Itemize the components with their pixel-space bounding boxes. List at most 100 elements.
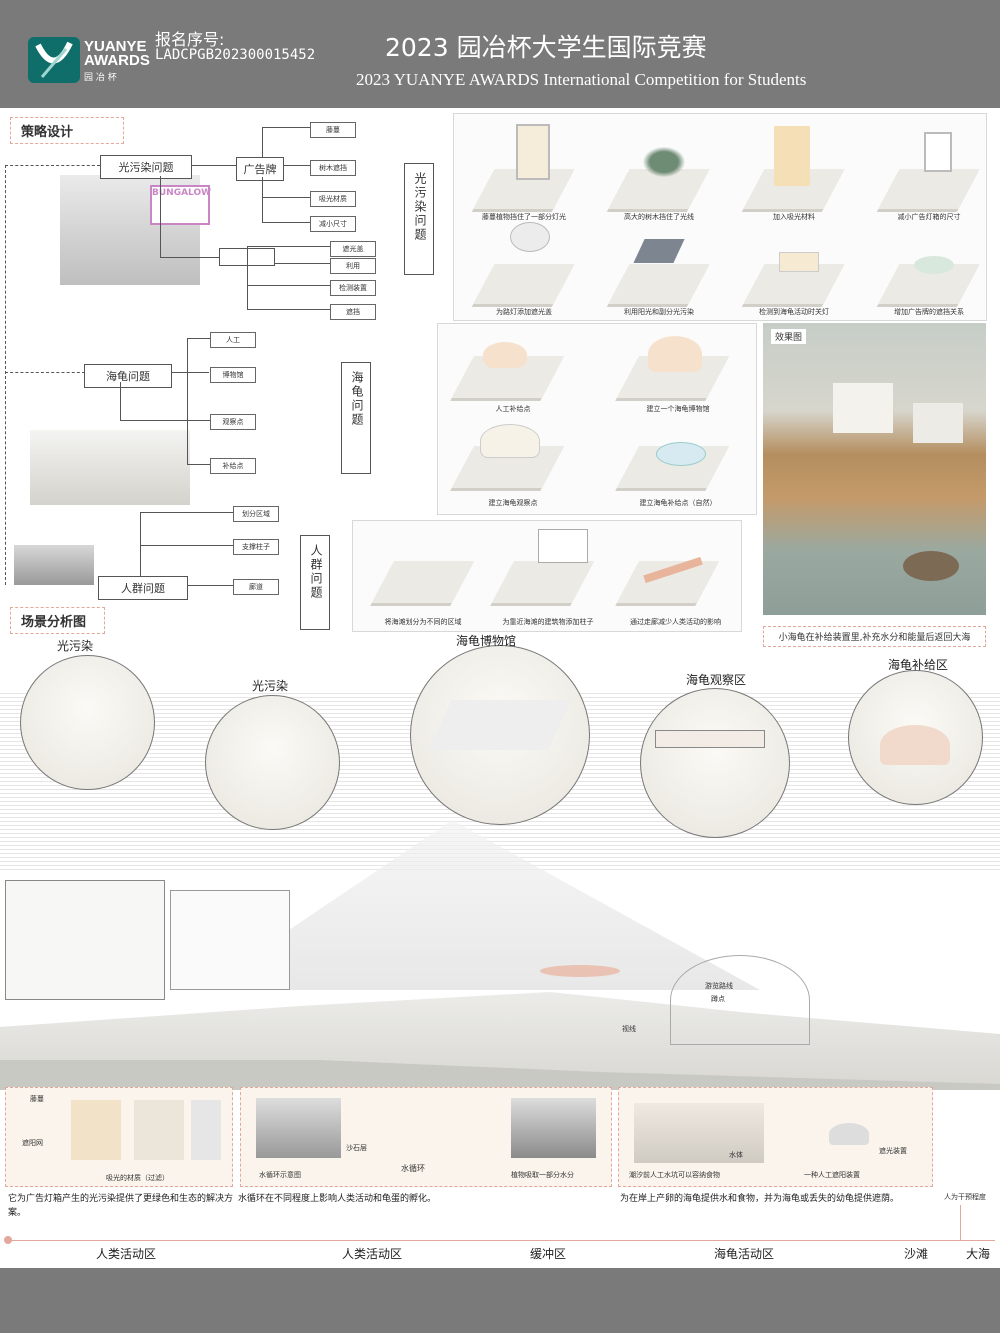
tag-shade-device: 一种人工遮阳装置 bbox=[804, 1171, 860, 1179]
logo-subtitle: 园 冶 杯 bbox=[84, 73, 117, 83]
panel-crowd: 将海滩划分为不同的区域 为靠近海滩的建筑物添加柱子 通过走廊减少人类活动的影响 bbox=[352, 520, 742, 632]
render-label: 效果图 bbox=[771, 329, 807, 344]
registration-label: 报名序号: bbox=[155, 30, 225, 49]
connector bbox=[172, 372, 209, 373]
connector bbox=[140, 512, 141, 576]
neon-sign-image: BUNGALOW bbox=[150, 185, 211, 225]
label-turtle-panel: 海龟问题 bbox=[341, 362, 371, 474]
connector bbox=[192, 165, 237, 166]
light-caption-7: 检测到海龟活动时关灯 bbox=[759, 308, 829, 316]
circle-label-4: 海龟观察区 bbox=[686, 673, 747, 687]
connector bbox=[262, 197, 310, 198]
zone-turtle: 海龟活动区 bbox=[714, 1247, 775, 1261]
turtle-caption-3: 建立海龟观察点 bbox=[488, 499, 538, 507]
turtle-caption-2: 建立一个海龟博物馆 bbox=[646, 405, 710, 413]
light-caption-1: 藤蔓植物挡住了一部分灯光 bbox=[482, 213, 566, 221]
connector bbox=[160, 257, 220, 258]
light-caption-3: 加入吸光材料 bbox=[773, 213, 815, 221]
connector bbox=[262, 127, 310, 128]
tag-water-diagram: 水循环示意图 bbox=[259, 1171, 301, 1179]
connector bbox=[187, 338, 188, 465]
zone-sea: 大海 bbox=[966, 1247, 991, 1261]
zone-buffer: 缓冲区 bbox=[530, 1247, 567, 1261]
tag-absorb: 吸光的材质（过滤） bbox=[106, 1174, 169, 1182]
logo-text: YUANYE AWARDS bbox=[84, 38, 150, 69]
boardwalk bbox=[540, 965, 620, 977]
tag-sand-layer: 沙石层 bbox=[346, 1144, 367, 1152]
connector bbox=[262, 222, 310, 223]
intervention-label: 人为干预程度 bbox=[944, 1193, 986, 1201]
tag-plant-absorb: 植物吸取一部分水分 bbox=[511, 1171, 574, 1179]
zone-axis bbox=[5, 1240, 995, 1241]
connector bbox=[120, 382, 121, 420]
detail-panel-middle: 水循环示意图 水循环 植物吸取一部分水分 沙石层 bbox=[240, 1087, 612, 1187]
leaf-artificial: 人工 bbox=[210, 332, 256, 348]
circle-label-2: 光污染 bbox=[252, 679, 289, 693]
leaf-utilize: 利用 bbox=[330, 258, 376, 274]
crowd-sketch-image bbox=[14, 545, 94, 585]
crowd-caption-3: 通过走廊减少人类活动的影响 bbox=[630, 618, 721, 626]
connector bbox=[247, 285, 330, 286]
turtle-caption-1: 人工补给点 bbox=[495, 405, 531, 413]
leaf-absorb-material: 吸光材质 bbox=[310, 191, 356, 207]
registration-number: LADCPGB202300015452 bbox=[155, 47, 316, 63]
zone-marker bbox=[4, 1236, 12, 1244]
tag-shade-unit: 遮光装置 bbox=[879, 1147, 907, 1155]
connector bbox=[120, 420, 210, 421]
section-label-scene: 场景分析图 bbox=[10, 607, 105, 634]
light-caption-2: 高大的树木挡住了光线 bbox=[624, 213, 694, 221]
node-crowd: 人群问题 bbox=[98, 576, 188, 600]
annotation-route: 游览路线 bbox=[705, 982, 733, 990]
crowd-caption-2: 为靠近海滩的建筑物添加柱子 bbox=[502, 618, 594, 626]
connector bbox=[262, 177, 263, 222]
annotation-point: 蹲点 bbox=[711, 995, 725, 1003]
circle-light-pollution-2 bbox=[205, 695, 340, 830]
render-image: 效果图 bbox=[763, 323, 986, 615]
connector bbox=[140, 545, 233, 546]
footer-bar bbox=[0, 1268, 1000, 1333]
leaf-zoning: 划分区域 bbox=[233, 506, 279, 522]
crowd-caption-1: 将海滩划分为不同的区域 bbox=[384, 618, 462, 626]
observation-deck bbox=[655, 730, 765, 748]
connector bbox=[275, 263, 330, 264]
title-chinese: 2023 园冶杯大学生国际竞赛 bbox=[385, 33, 707, 62]
desc-middle: 水循环在不同程度上影响人类活动和龟蛋的孵化。 bbox=[238, 1194, 437, 1204]
connector bbox=[187, 464, 211, 465]
museum-sketch bbox=[428, 700, 572, 750]
intervention-marker bbox=[960, 1205, 961, 1241]
circle-label-3: 海龟博物馆 bbox=[456, 634, 517, 648]
render-caption: 小海龟在补给装置里,补充水分和能量后返回大海 bbox=[763, 626, 986, 647]
connector bbox=[262, 127, 263, 157]
leaf-shade-cover: 遮光盖 bbox=[330, 241, 376, 257]
circle-label-1: 光污染 bbox=[57, 639, 94, 653]
tag-tide-pool: 潮汐前人工水坑可以容纳食物 bbox=[629, 1171, 720, 1179]
header-bar bbox=[0, 0, 1000, 108]
supply-dome bbox=[880, 725, 950, 765]
supply-dome-section bbox=[670, 955, 810, 1045]
leaf-observation: 观察点 bbox=[210, 414, 256, 430]
leaf-reduce-size: 减小尺寸 bbox=[310, 216, 356, 232]
zone-human-1: 人类活动区 bbox=[96, 1247, 157, 1261]
zone-human-2: 人类活动区 bbox=[342, 1247, 403, 1261]
tag-water-cycle: 水循环 bbox=[401, 1164, 425, 1173]
title-english: 2023 YUANYE AWARDS International Competi… bbox=[356, 70, 807, 89]
light-caption-8: 增加广告牌的遮挡关系 bbox=[894, 308, 964, 316]
label-light-panel: 光污染问题 bbox=[404, 163, 434, 275]
leaf-vine: 藤蔓 bbox=[310, 122, 356, 138]
leaf-museum: 博物馆 bbox=[210, 367, 256, 383]
desc-right: 为在岸上产卵的海龟提供水和食物，并为海龟或丢失的幼龟提供遮荫。 bbox=[620, 1194, 900, 1204]
turtle-sketch-image bbox=[30, 430, 190, 505]
spine bbox=[5, 165, 100, 166]
tag-vine: 藤蔓 bbox=[30, 1095, 44, 1103]
spine bbox=[5, 165, 6, 585]
panel-light-pollution: 藤蔓植物挡住了一部分灯光 高大的树木挡住了光线 加入吸光材料 减小广告灯箱的尺寸… bbox=[453, 113, 987, 321]
tag-water-body: 水体 bbox=[729, 1151, 743, 1159]
turtle-caption-4: 建立海龟补给点（自然） bbox=[639, 499, 717, 507]
section-label-strategy: 策略设计 bbox=[10, 117, 124, 144]
node-billboard: 广告牌 bbox=[236, 157, 284, 181]
logo-mark bbox=[28, 37, 80, 83]
connector bbox=[160, 176, 161, 258]
leaf-block: 遮挡 bbox=[330, 304, 376, 320]
leaf-pillars: 支撑柱子 bbox=[233, 539, 279, 555]
desc-left: 它为广告灯箱产生的光污染提供了更绿色和生态的解决方案。 bbox=[8, 1194, 234, 1218]
